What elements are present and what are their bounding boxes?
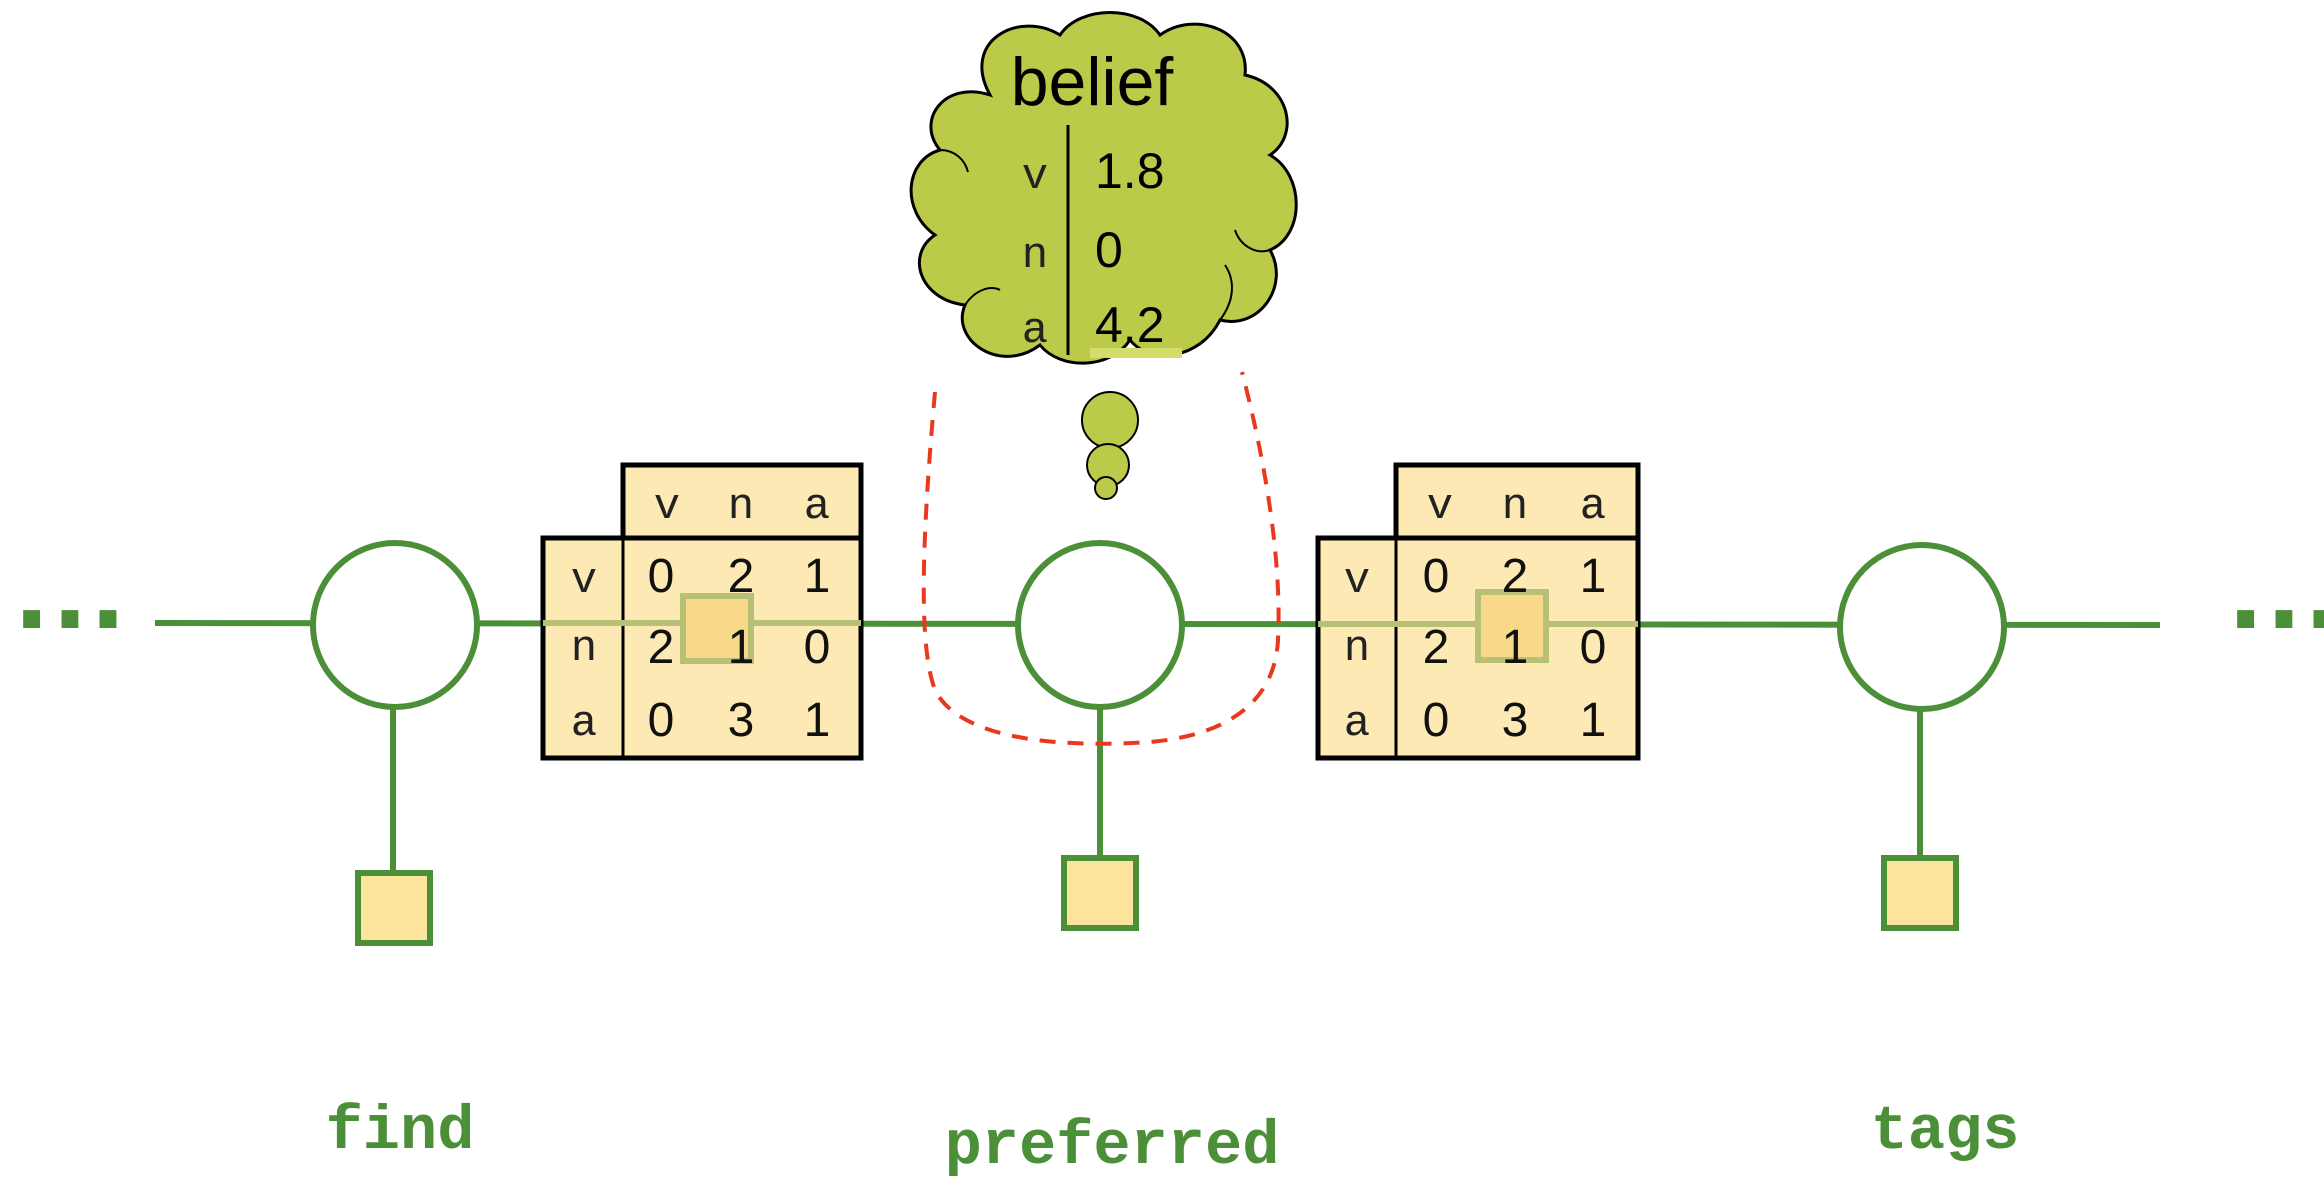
col-header-n: n bbox=[728, 482, 754, 532]
cell: 3 bbox=[1502, 694, 1529, 747]
table-highlight-cell bbox=[680, 593, 754, 664]
table-header-box bbox=[620, 462, 864, 543]
cell: 0 bbox=[648, 550, 675, 603]
col-header-v: v bbox=[654, 482, 680, 532]
col-header-n: n bbox=[1502, 482, 1528, 532]
unary-factor-preferred bbox=[1061, 855, 1139, 931]
cell: 0 bbox=[1423, 550, 1450, 603]
cell: 0 bbox=[1423, 694, 1450, 747]
cell: 2 bbox=[728, 550, 755, 603]
cell: 1 bbox=[804, 694, 831, 747]
cell: 3 bbox=[728, 694, 755, 747]
belief-value-highlight bbox=[1090, 348, 1182, 358]
cell: 0 bbox=[1580, 621, 1607, 674]
cloud-shape bbox=[909, 11, 1298, 365]
ellipsis-left: … bbox=[10, 520, 130, 654]
belief-value-a: 4.2 bbox=[1095, 297, 1165, 353]
row-header-v: v bbox=[1344, 556, 1370, 606]
belief-value-n: 0 bbox=[1095, 222, 1123, 278]
belief-cloud: belief v 1.8 n 0 a 4.2 bbox=[909, 11, 1298, 365]
thought-bubble-trail bbox=[1081, 391, 1139, 449]
variable-node-tags bbox=[1837, 542, 2007, 712]
cloud-crease bbox=[1219, 264, 1233, 321]
variable-node-preferred bbox=[1015, 540, 1185, 710]
cell: 2 bbox=[648, 621, 675, 674]
row-header-n: n bbox=[571, 624, 597, 674]
belief-value-v: 1.8 bbox=[1095, 143, 1165, 199]
unary-factor-find bbox=[355, 870, 433, 946]
row-header-a: a bbox=[571, 699, 597, 749]
unary-factor-tags bbox=[1881, 855, 1959, 931]
col-header-a: a bbox=[1580, 482, 1606, 532]
factor-table-2: v n a v n a 0 2 1 2 1 0 0 3 1 bbox=[1315, 462, 1641, 761]
variable-node-find bbox=[310, 540, 480, 710]
cell: 1 bbox=[1502, 621, 1529, 674]
cell: 0 bbox=[648, 694, 675, 747]
factor-table-1: v n a v n a 0 2 1 2 1 0 0 3 1 bbox=[540, 462, 864, 761]
cloud-crease bbox=[964, 287, 1001, 306]
belief-dashed-boundary bbox=[921, 371, 1281, 746]
belief-tag-n: n bbox=[1022, 231, 1048, 281]
row-header-n: n bbox=[1344, 624, 1370, 674]
cell: 2 bbox=[1502, 550, 1529, 603]
word-label-tags: tags bbox=[1871, 1096, 2020, 1167]
cell: 1 bbox=[1580, 550, 1607, 603]
cell: 1 bbox=[728, 621, 755, 674]
word-label-find: find bbox=[326, 1096, 475, 1167]
col-header-a: a bbox=[804, 482, 830, 532]
cell: 1 bbox=[804, 550, 831, 603]
belief-tag-a: a bbox=[1022, 306, 1048, 356]
belief-title: belief bbox=[1011, 44, 1174, 120]
table-highlight-cell bbox=[1475, 589, 1549, 663]
ellipsis-right: … bbox=[2224, 520, 2324, 654]
cell: 0 bbox=[804, 621, 831, 674]
cell: 1 bbox=[1580, 694, 1607, 747]
word-label-preferred: preferred bbox=[945, 1111, 1280, 1178]
col-header-v: v bbox=[1427, 482, 1453, 532]
row-header-v: v bbox=[571, 556, 597, 606]
cloud-crease bbox=[939, 149, 969, 173]
cloud-crease bbox=[1234, 229, 1271, 253]
belief-tag-v: v bbox=[1022, 152, 1048, 202]
cell: 2 bbox=[1423, 621, 1450, 674]
thought-bubble-trail bbox=[1094, 476, 1118, 500]
row-header-a: a bbox=[1344, 699, 1370, 749]
